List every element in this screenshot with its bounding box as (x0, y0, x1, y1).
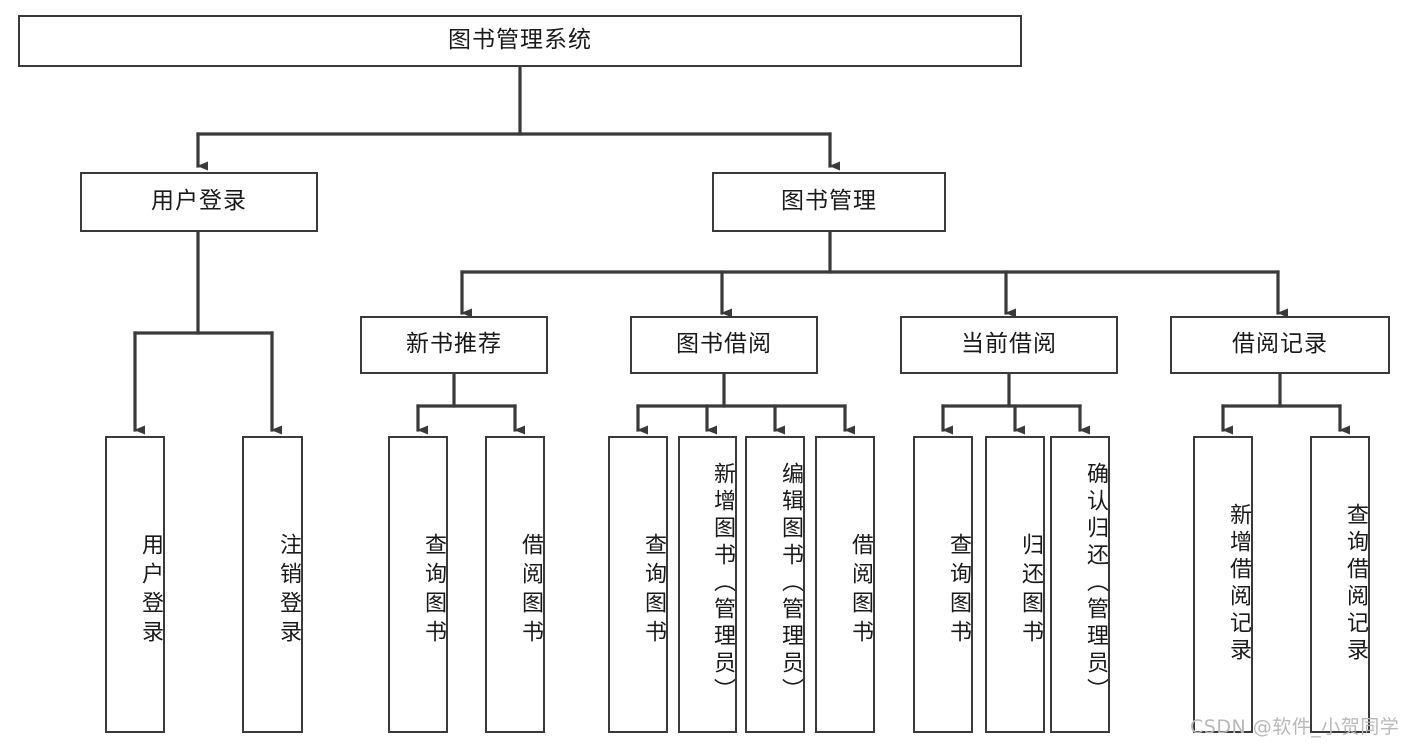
node-book-borrow[interactable]: 图书借阅 (630, 316, 818, 374)
node-borrow-record[interactable]: 借阅记录 (1170, 316, 1390, 374)
node-user-login[interactable]: 用户登录 (80, 172, 318, 232)
node-book-mgmt[interactable]: 图书管理 (712, 172, 946, 232)
leaf-add-book-admin[interactable]: 新增图书（管理员） (678, 436, 737, 733)
leaf-confirm-return-admin[interactable]: 确认归还（管理员） (1050, 436, 1110, 733)
node-current-borrow[interactable]: 当前借阅 (900, 316, 1118, 374)
leaf-borrow-book-new[interactable]: 借阅图书 (485, 436, 545, 733)
leaf-query-borrow-record[interactable]: 查询借阅记录 (1310, 436, 1370, 733)
watermark-text: CSDN @软件_小贺同学 (1190, 716, 1400, 738)
leaf-user-login[interactable]: 用户登录 (105, 436, 165, 733)
leaf-query-book-current[interactable]: 查询图书 (913, 436, 973, 733)
node-root-system[interactable]: 图书管理系统 (18, 15, 1022, 67)
node-new-book-recommend[interactable]: 新书推荐 (360, 316, 548, 374)
leaf-query-book-new[interactable]: 查询图书 (388, 436, 448, 733)
leaf-query-book-borrow[interactable]: 查询图书 (608, 436, 668, 733)
leaf-edit-book-admin[interactable]: 编辑图书（管理员） (745, 436, 805, 733)
leaf-user-logout[interactable]: 注销登录 (242, 436, 303, 733)
leaf-borrow-book-borrow[interactable]: 借阅图书 (815, 436, 875, 733)
leaf-return-book[interactable]: 归还图书 (985, 436, 1045, 733)
leaf-add-borrow-record[interactable]: 新增借阅记录 (1193, 436, 1253, 733)
